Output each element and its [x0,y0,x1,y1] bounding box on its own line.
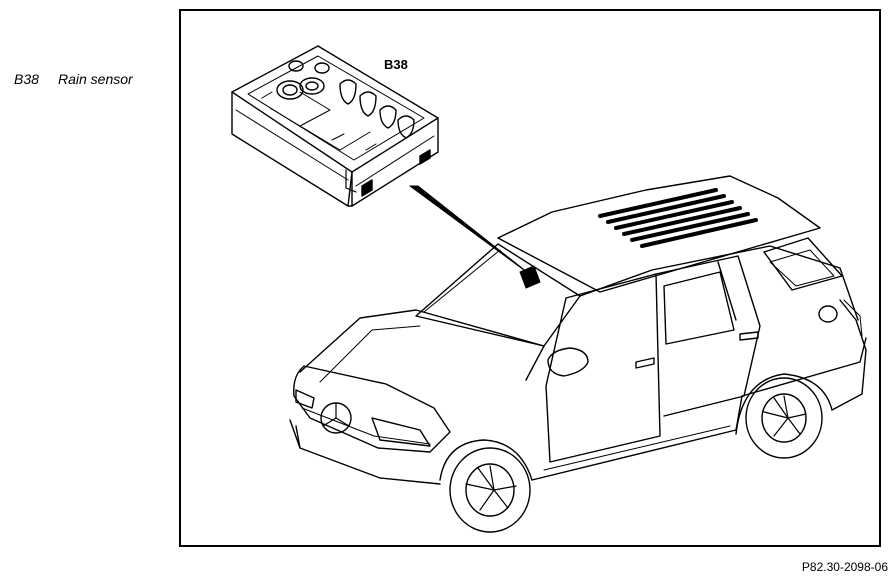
rain-sensor-module [231,45,439,207]
legend-entry: B38 Rain sensor [14,71,133,87]
roof-vents [598,188,758,248]
callout-leader [409,185,533,277]
figure-id: P82.30-2098-06 [801,560,888,574]
vehicle-illustration [289,175,867,533]
diagram-frame [179,9,881,547]
legend-label: Rain sensor [58,71,133,87]
legend-code: B38 [14,71,39,87]
callout-label: B38 [384,57,408,72]
